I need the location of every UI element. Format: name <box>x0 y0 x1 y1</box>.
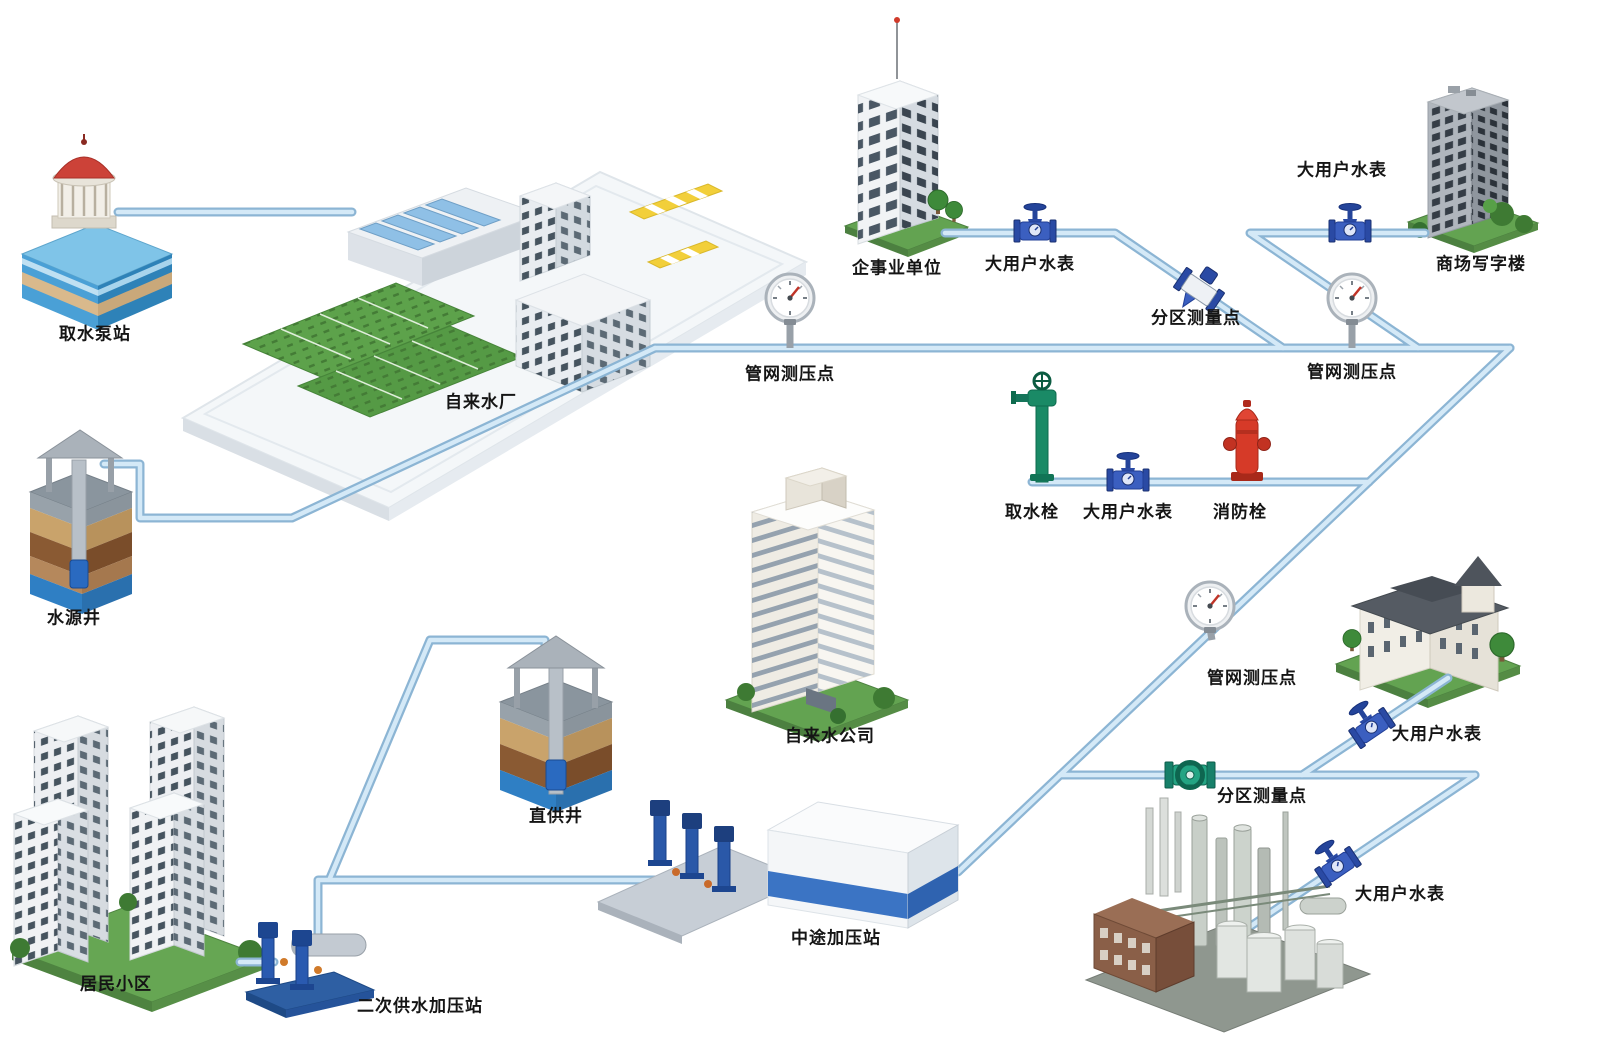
pressure-gauge <box>764 272 816 348</box>
label-large-user-meter-4: 大用户水表 <box>1392 724 1482 745</box>
water-company-building <box>724 467 910 742</box>
intake-pump-station <box>20 134 174 330</box>
large-user-meter-icon <box>1013 202 1057 243</box>
pavilion-icon <box>51 134 117 229</box>
label-water-company: 自来水公司 <box>785 726 875 747</box>
district-metering-point-icon <box>1165 762 1215 788</box>
label-large-user-meter-5: 大用户水表 <box>1355 884 1445 905</box>
label-intake-hydrant: 取水栓 <box>1005 502 1059 523</box>
label-network-pressure-point-3: 管网测压点 <box>1207 668 1297 689</box>
mall-office-building <box>1406 86 1540 253</box>
label-network-pressure-point-1: 管网测压点 <box>745 364 835 385</box>
residential-tower <box>128 792 206 961</box>
large-user-meter-icon <box>1328 202 1372 243</box>
label-midway-boost-station: 中途加压站 <box>791 928 881 949</box>
intake-hydrant-icon <box>1011 371 1057 483</box>
label-large-user-meter-1: 大用户水表 <box>985 254 1075 275</box>
residential-area <box>10 706 270 1012</box>
water-treatment-plant <box>180 170 809 521</box>
pressure-gauge <box>1184 580 1236 641</box>
label-mall-office-building: 商场写字楼 <box>1436 254 1526 275</box>
source-well <box>28 429 134 614</box>
plant-tall-building <box>518 182 592 282</box>
label-direct-supply-well: 直供井 <box>529 806 583 827</box>
residential-tower <box>12 798 90 967</box>
label-large-user-meter-3: 大用户水表 <box>1083 502 1173 523</box>
booster-pumps <box>648 800 736 892</box>
irrigation-lines <box>280 297 479 400</box>
label-network-pressure-point-2: 管网测压点 <box>1307 362 1397 383</box>
yellow-hatch-strips <box>628 183 724 269</box>
mansion-building <box>1334 556 1522 708</box>
midway-boost-station <box>596 800 960 944</box>
label-intake-pump-station: 取水泵站 <box>59 324 131 345</box>
fire-hydrant-icon <box>1223 400 1271 481</box>
large-user-meter-icon <box>1106 451 1150 492</box>
sedimentation-tanks <box>346 187 542 286</box>
label-fire-hydrant: 消防栓 <box>1213 502 1267 523</box>
enterprise-building <box>843 17 970 257</box>
label-residential-area: 居民小区 <box>80 974 152 995</box>
label-source-well: 水源井 <box>47 608 101 629</box>
label-secondary-supply-station: 二次供水加压站 <box>357 996 483 1017</box>
plant-filter-building <box>514 273 652 393</box>
factory-plant <box>1084 797 1372 1033</box>
label-water-plant: 自来水厂 <box>445 392 517 413</box>
label-large-user-meter-2: 大用户水表 <box>1297 160 1387 181</box>
secondary-supply-station <box>244 922 376 1018</box>
pressure-gauge <box>1326 272 1378 348</box>
label-district-metering-point-2: 分区测量点 <box>1217 786 1307 807</box>
direct-supply-well <box>498 635 614 812</box>
label-district-metering-point-1: 分区测量点 <box>1151 308 1241 329</box>
label-enterprise-unit: 企事业单位 <box>852 258 942 279</box>
factory-windows <box>1100 928 1150 975</box>
